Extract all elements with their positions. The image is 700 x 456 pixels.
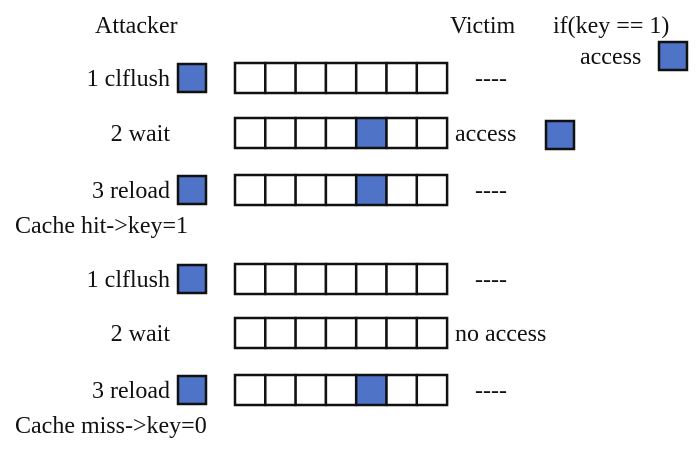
cache-line xyxy=(264,61,297,95)
cache-line xyxy=(415,61,449,95)
attacker-block xyxy=(176,263,208,295)
condition-access-block xyxy=(657,40,689,72)
attacker-block xyxy=(176,174,208,206)
victim-action-label: access xyxy=(455,121,516,147)
victim-action-label: ---- xyxy=(475,378,507,404)
condition-header: if(key == 1) xyxy=(553,13,669,39)
step-row: 3 reload ---- Cache hit->key=1 xyxy=(15,173,507,239)
cache-line xyxy=(294,262,328,296)
cache-line xyxy=(354,316,388,350)
step-row: 1 clflush ---- xyxy=(87,61,507,95)
cache-line xyxy=(415,173,449,207)
cache-line xyxy=(415,262,449,296)
cache-line xyxy=(324,61,358,95)
cache-line xyxy=(264,173,297,207)
cache-line xyxy=(294,373,328,407)
condition-action-label: access xyxy=(580,44,641,70)
cache-line xyxy=(233,173,267,207)
cache-line xyxy=(324,173,358,207)
cache-line xyxy=(385,116,419,150)
cache-line xyxy=(385,61,419,95)
cache-line xyxy=(264,316,297,350)
step-row: 1 clflush ---- xyxy=(87,262,507,296)
steps-layer: 1 clflush ---- 2 wait access 3 reload ---- Cac… xyxy=(15,61,576,439)
cache-line xyxy=(415,373,449,407)
attacker-block xyxy=(176,374,208,406)
cache-line xyxy=(233,262,267,296)
cache-line-filled xyxy=(354,116,388,150)
cache-line-filled xyxy=(354,173,388,207)
step-row: 3 reload ---- Cache miss->key=0 xyxy=(15,373,507,439)
cache-line xyxy=(324,116,358,150)
cache-line-filled xyxy=(354,373,388,407)
cache-line xyxy=(324,262,358,296)
cache-line xyxy=(264,116,297,150)
cache-line xyxy=(294,61,328,95)
cache-line xyxy=(415,316,449,350)
step-label: 3 reload xyxy=(92,378,170,404)
cache-line xyxy=(294,116,328,150)
step-row: 2 wait access xyxy=(111,116,576,151)
cache-line xyxy=(233,116,267,150)
cache-line xyxy=(233,316,267,350)
attacker-header: Attacker xyxy=(95,13,178,39)
victim-action-label: ---- xyxy=(475,267,507,293)
victim-action-label: no access xyxy=(455,321,546,347)
cache-line xyxy=(233,373,267,407)
step-label: 1 clflush xyxy=(87,267,170,293)
cache-line xyxy=(385,262,419,296)
step-label: 3 reload xyxy=(92,178,170,204)
step-label: 1 clflush xyxy=(87,66,170,92)
step-label: 2 wait xyxy=(111,321,171,347)
cache-line xyxy=(264,262,297,296)
victim-action-label: ---- xyxy=(475,178,507,204)
cache-line xyxy=(233,61,267,95)
result-caption: Cache miss->key=0 xyxy=(15,413,207,439)
cache-line xyxy=(294,316,328,350)
victim-action-label: ---- xyxy=(475,66,507,92)
result-caption: Cache hit->key=1 xyxy=(15,213,188,239)
cache-line xyxy=(324,316,358,350)
cache-line xyxy=(385,373,419,407)
cache-line xyxy=(324,373,358,407)
victim-access-block xyxy=(544,119,576,151)
cache-line xyxy=(415,116,449,150)
victim-header: Victim xyxy=(450,13,516,39)
cache-line xyxy=(354,61,388,95)
cache-line xyxy=(294,173,328,207)
step-label: 2 wait xyxy=(111,121,171,147)
cache-line xyxy=(385,316,419,350)
cache-line xyxy=(354,262,388,296)
attacker-block xyxy=(176,62,208,94)
cache-line xyxy=(264,373,297,407)
step-row: 2 wait no access xyxy=(111,316,546,350)
cache-line xyxy=(385,173,419,207)
